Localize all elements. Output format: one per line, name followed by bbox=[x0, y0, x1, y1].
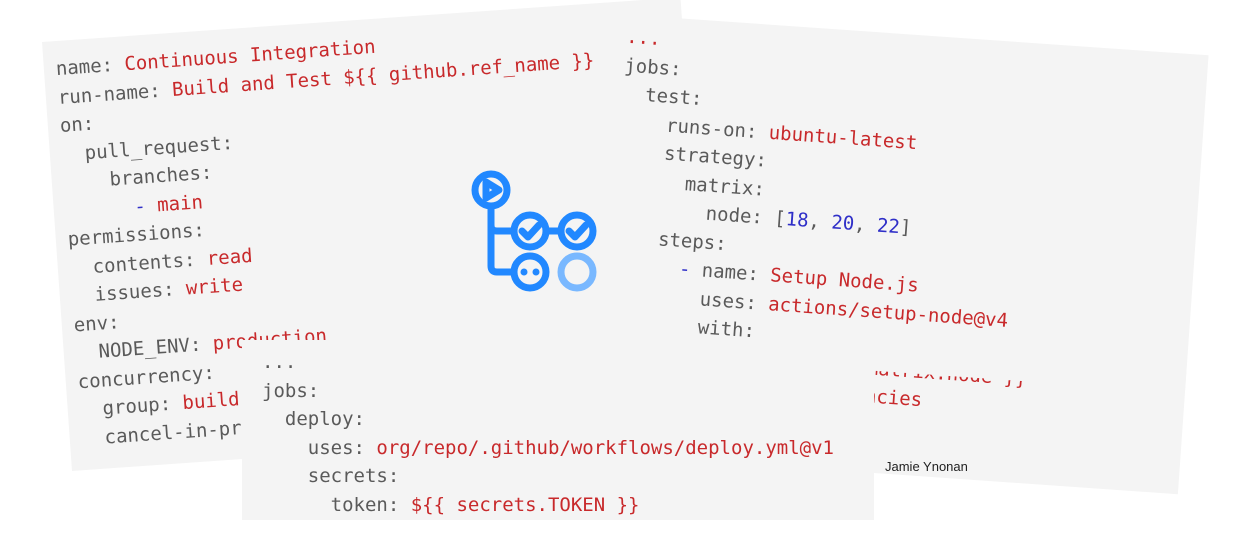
yaml-key: token: bbox=[262, 493, 411, 516]
yaml-key: env: bbox=[73, 310, 121, 336]
yaml-number: 20 bbox=[830, 211, 855, 235]
yaml-value: ubuntu-latest bbox=[768, 121, 918, 154]
yaml-bracket: ] bbox=[899, 216, 913, 239]
yaml-key: uses: bbox=[607, 281, 770, 315]
code-block: ... jobs: deploy: uses: org/repo/.github… bbox=[262, 348, 874, 519]
yaml-key: name: bbox=[701, 259, 772, 287]
yaml-key: test: bbox=[621, 82, 704, 111]
yaml-key: issues: bbox=[71, 277, 187, 308]
yaml-key: pull_request: bbox=[61, 131, 234, 166]
yaml-separator: , bbox=[807, 209, 833, 234]
yaml-key: jobs: bbox=[262, 379, 320, 402]
yaml-key: branches: bbox=[63, 161, 213, 194]
yaml-value: ${{ secrets.TOKEN }} bbox=[410, 493, 640, 516]
yaml-ellipsis: ... bbox=[262, 351, 297, 373]
yaml-key: concurrency: bbox=[77, 361, 216, 393]
yaml-number: 22 bbox=[876, 214, 901, 239]
yaml-separator: , bbox=[853, 213, 878, 237]
yaml-key: contents: bbox=[69, 247, 208, 280]
yaml-key: strategy: bbox=[617, 139, 768, 172]
yaml-value: org/repo/.github/workflows/deploy.yml@v1 bbox=[376, 436, 834, 459]
github-actions-icon bbox=[471, 170, 597, 292]
yaml-key: cancel-in-pr bbox=[81, 416, 243, 450]
yaml-ellipsis: ... bbox=[625, 25, 662, 51]
yaml-dash: - bbox=[609, 253, 703, 282]
yaml-key: uses: bbox=[262, 436, 377, 459]
yaml-key: on: bbox=[59, 112, 95, 137]
yaml-value: write bbox=[185, 273, 244, 300]
yaml-value: read bbox=[206, 244, 254, 270]
yaml-value: actions/setup-node@v4 bbox=[767, 292, 1009, 332]
yaml-key: matrix: bbox=[615, 167, 766, 201]
yaml-key: name: bbox=[55, 53, 126, 81]
yaml-value: main bbox=[156, 190, 204, 216]
yaml-key: secrets: bbox=[262, 465, 400, 487]
yaml-key: node: bbox=[613, 196, 776, 230]
yaml-key: NODE_ENV: bbox=[75, 332, 214, 365]
yaml-number: 18 bbox=[784, 208, 810, 232]
author-credit: Jamie Ynonan bbox=[885, 459, 968, 474]
yaml-key: run-name: bbox=[57, 78, 173, 109]
yaml-dash: - bbox=[65, 193, 158, 223]
yaml-key: deploy: bbox=[262, 408, 365, 430]
yaml-value: build bbox=[181, 388, 241, 415]
yaml-key: steps: bbox=[611, 224, 728, 255]
yaml-key: permissions: bbox=[67, 219, 206, 251]
workflow-deploy-snippet: ... jobs: deploy: uses: org/repo/.github… bbox=[242, 340, 874, 520]
yaml-value: Setup Node.js bbox=[769, 264, 920, 297]
yaml-key: jobs: bbox=[623, 54, 683, 81]
yaml-key: group: bbox=[79, 392, 184, 422]
yaml-key: runs-on: bbox=[619, 110, 770, 144]
